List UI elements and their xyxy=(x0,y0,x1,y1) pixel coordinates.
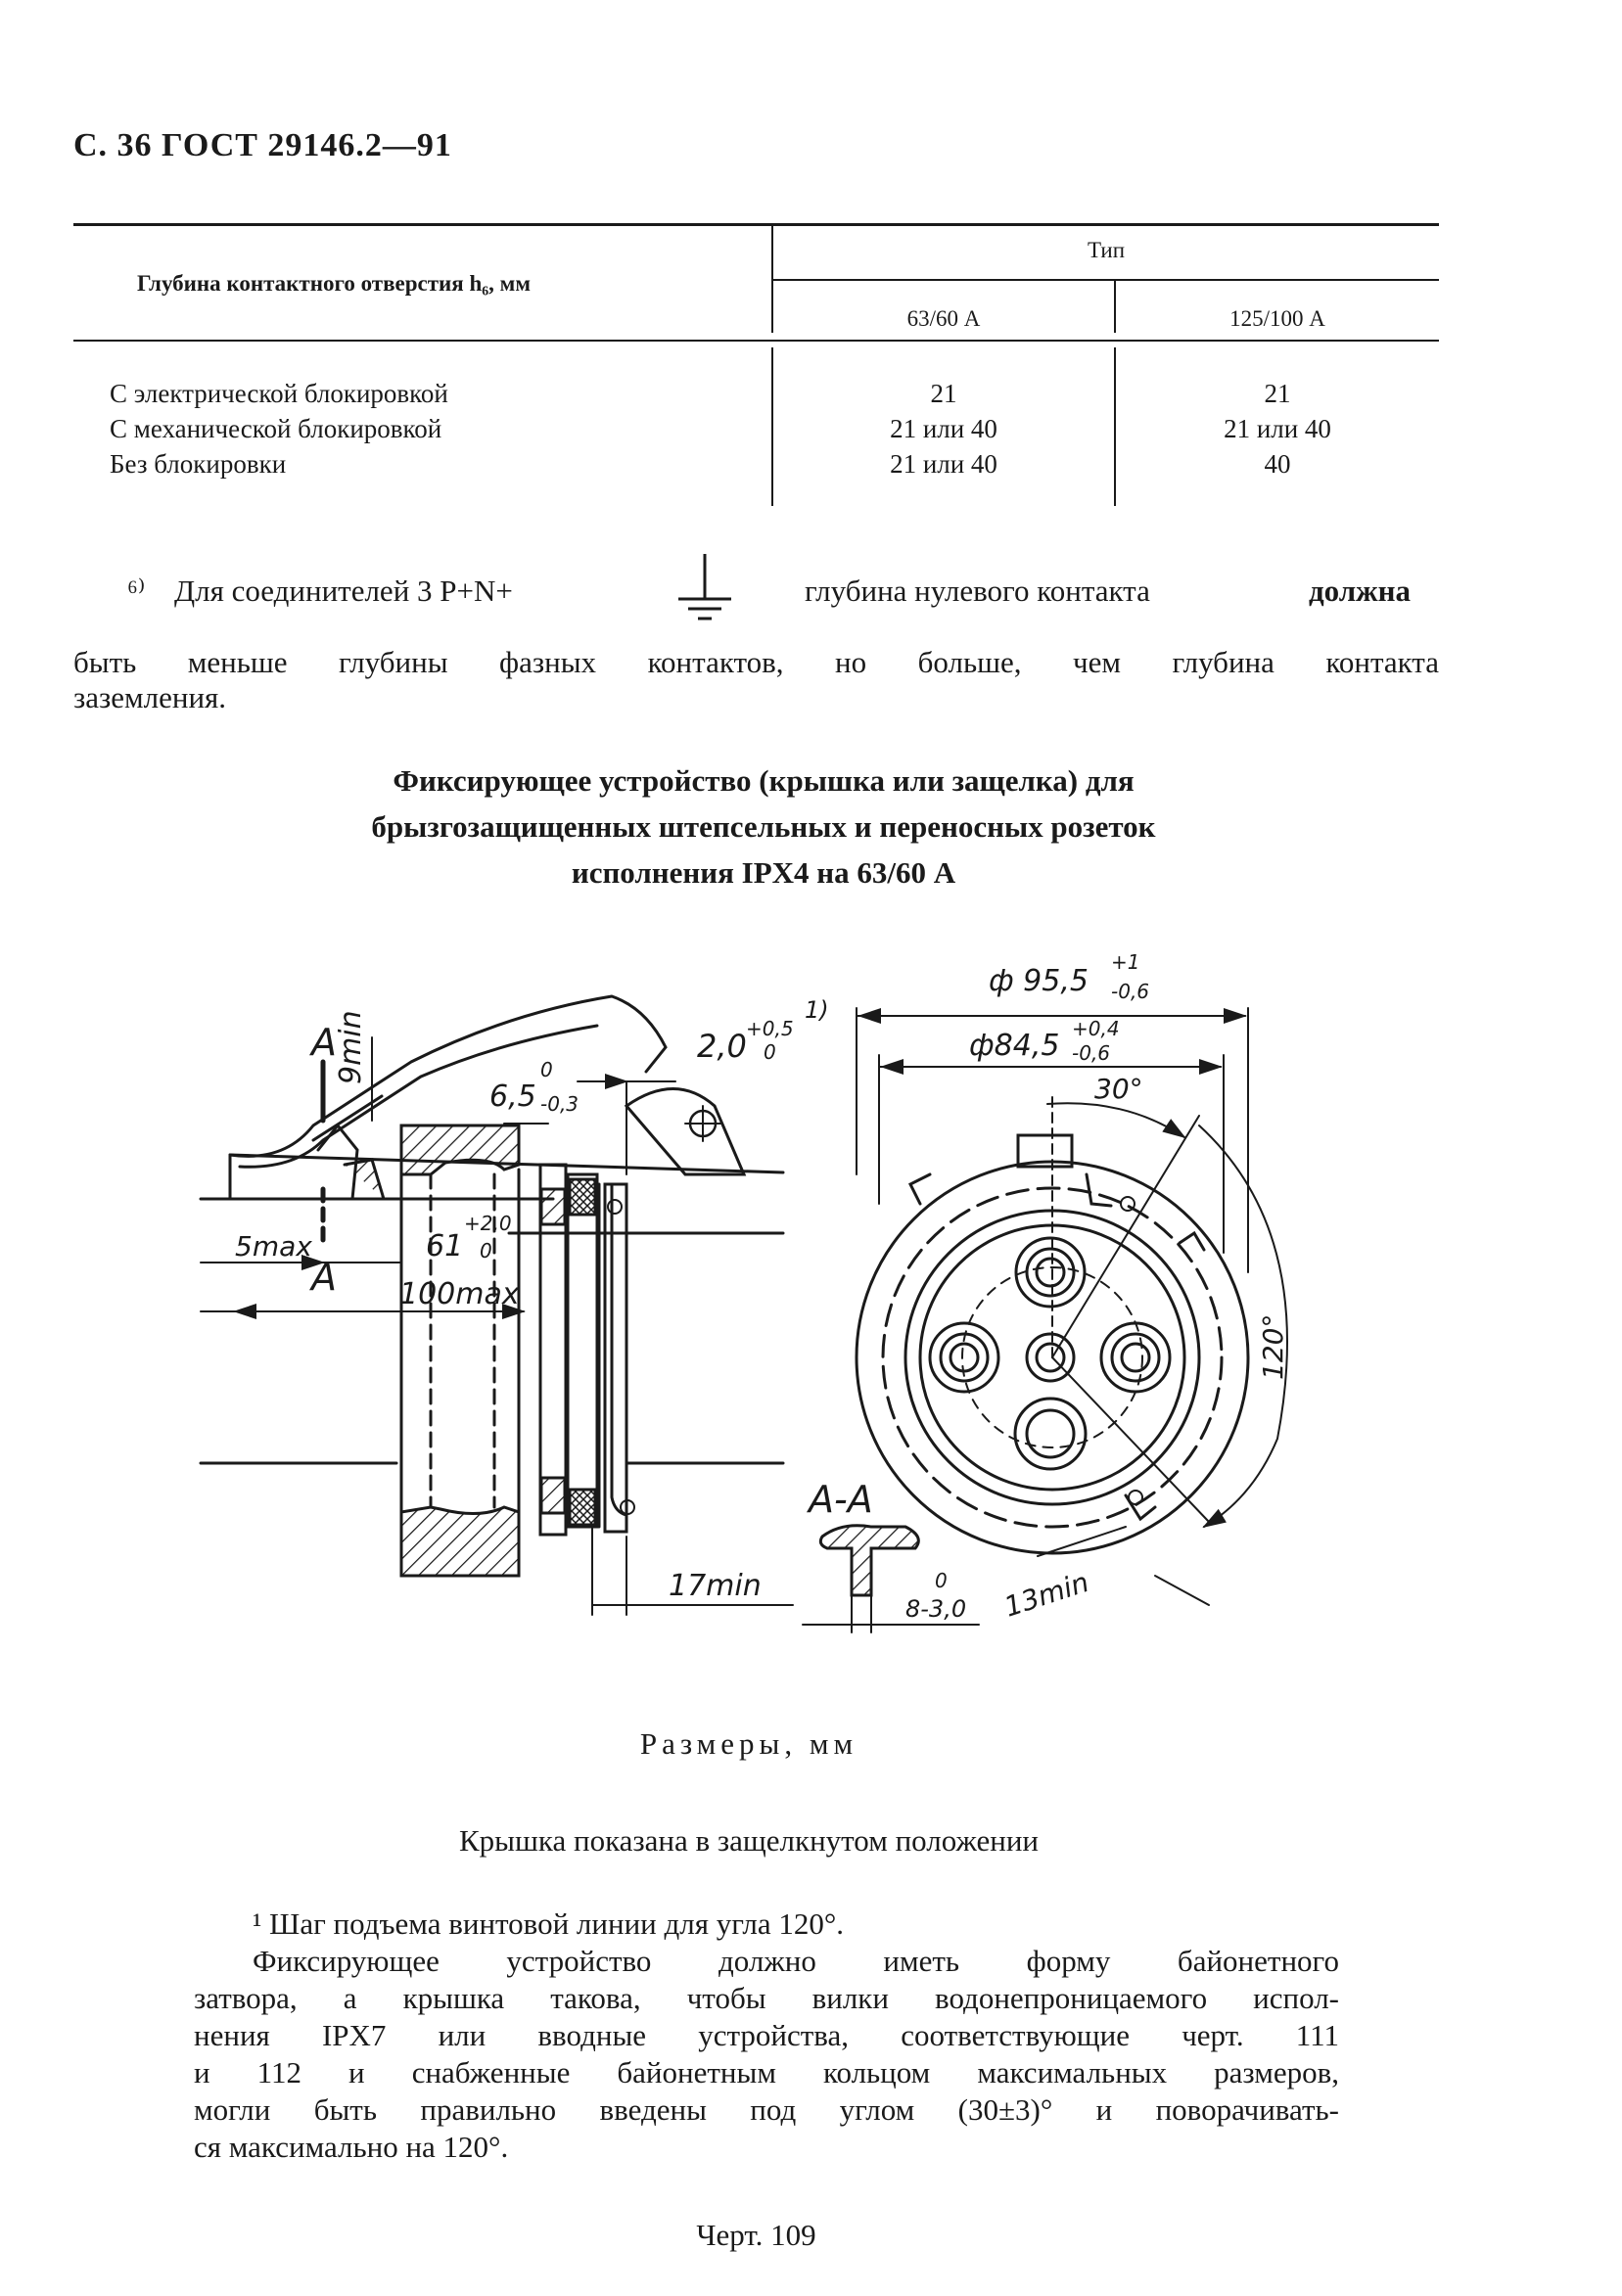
table-group-header: Тип xyxy=(1087,238,1126,262)
dim-2: 2,0 xyxy=(697,1028,747,1065)
section-title-line: брызгозащищенных штепсельных и переносны… xyxy=(371,809,1156,844)
dim-6-5-lower: -0,3 xyxy=(540,1092,579,1116)
footnote-text: Для соединителей 3 Р+N+ xyxy=(174,574,513,608)
table-group-rule xyxy=(773,279,1439,281)
sizes-caption: Размеры, мм xyxy=(639,1726,858,1761)
section-aa-label: А-А xyxy=(806,1478,873,1521)
angle-120: 120° xyxy=(1257,1314,1289,1380)
table-vrule xyxy=(1114,281,1116,333)
dim-d95: ф 95,5 xyxy=(989,964,1089,998)
dim-100max: 100max xyxy=(399,1277,520,1311)
table-col-header: 63/60 А xyxy=(906,306,981,331)
table-cell: 21 или 40 xyxy=(890,414,997,443)
section-title-line: исполнения IPX4 на 63/60 А xyxy=(571,855,956,890)
dim-5max: 5max xyxy=(235,1230,312,1263)
note-line: ¹ Шаг подъема винтовой линии для угла 12… xyxy=(253,1906,845,1941)
footnote-ref: 1) xyxy=(805,996,829,1024)
ground-symbol-icon xyxy=(678,554,731,620)
table-head-rule xyxy=(73,340,1439,342)
table-cell: 21 xyxy=(930,379,957,408)
footnote-text: быть меньше глубины фазных контактов, но… xyxy=(73,645,1439,679)
figure-caption: Черт. 109 xyxy=(696,2218,816,2252)
table-top-rule xyxy=(73,223,1439,226)
table-row-label: С электрической блокировкой xyxy=(110,379,448,408)
dim-2-lower: 0 xyxy=(764,1040,776,1064)
section-title-line: Фиксирующее устройство (крышка или защел… xyxy=(393,763,1135,798)
dim-17min: 17min xyxy=(669,1569,762,1603)
dim-61-upper: +2,0 xyxy=(464,1212,512,1235)
footnote-text: заземления. xyxy=(73,680,227,714)
dim-2-upper: +0,5 xyxy=(746,1017,794,1040)
dim-d84: ф84,5 xyxy=(969,1029,1059,1063)
note-line: могли быть правильно введены под углом (… xyxy=(194,2092,1339,2127)
note-line: нения IPX7 или вводные устройства, соотв… xyxy=(194,2018,1339,2052)
table-vrule xyxy=(771,225,773,333)
note-line: Фиксирующее устройство должно иметь форм… xyxy=(253,1944,1339,1978)
footnote-text: глубина нулевого контакта xyxy=(805,574,1150,608)
dim-8-upper: 0 xyxy=(935,1569,948,1592)
table-vrule xyxy=(771,347,773,506)
dim-d95-lower: -0,6 xyxy=(1111,980,1149,1003)
table-cell: 21 или 40 xyxy=(890,449,997,479)
dim-61: 61 xyxy=(426,1229,463,1263)
footnote-marker: ⁶⁾ xyxy=(127,574,146,608)
dim-8: 8-3,0 xyxy=(905,1595,966,1623)
table-row-label: С механической блокировкой xyxy=(110,414,442,443)
table-vrule xyxy=(1114,347,1116,506)
technical-drawing: А А 9min 2,0 +0,5 0 1) 6,5 0 -0,3 5max 6… xyxy=(199,950,1289,1633)
dim-61-lower: 0 xyxy=(480,1239,492,1263)
footnote-text: должна xyxy=(1309,574,1412,608)
dim-6-5-upper: 0 xyxy=(540,1058,553,1081)
dim-d84-lower: -0,6 xyxy=(1072,1041,1110,1065)
table-cell: 21 xyxy=(1264,379,1291,408)
table-row-label: Без блокировки xyxy=(110,449,287,479)
angle-30: 30° xyxy=(1094,1073,1143,1105)
note-line: затвора, а крышка такова, чтобы вилки во… xyxy=(194,1981,1339,2015)
section-mark-a-top: А xyxy=(308,1021,337,1064)
table-cell: 40 xyxy=(1264,449,1291,479)
page-header: С. 36 ГОСТ 29146.2—91 xyxy=(73,127,452,163)
dim-d95-upper: +1 xyxy=(1111,950,1139,974)
note-line: и 112 и снабженные байонетным кольцом ма… xyxy=(194,2055,1339,2089)
table-cell: 21 или 40 xyxy=(1224,414,1331,443)
dim-9min: 9min xyxy=(334,1010,368,1084)
table-row-header: Глубина контактного отверстия h₆, мм xyxy=(137,271,531,296)
dim-d84-upper: +0,4 xyxy=(1072,1017,1120,1040)
dim-6-5: 6,5 xyxy=(489,1079,536,1114)
table-col-header: 125/100 А xyxy=(1229,306,1325,331)
dim-13min: 13min xyxy=(1000,1566,1092,1624)
note-line: ся максимально на 120°. xyxy=(194,2130,509,2164)
cover-caption: Крышка показана в защелкнутом положении xyxy=(459,1823,1039,1858)
section-mark-a-bottom: А xyxy=(308,1256,337,1299)
